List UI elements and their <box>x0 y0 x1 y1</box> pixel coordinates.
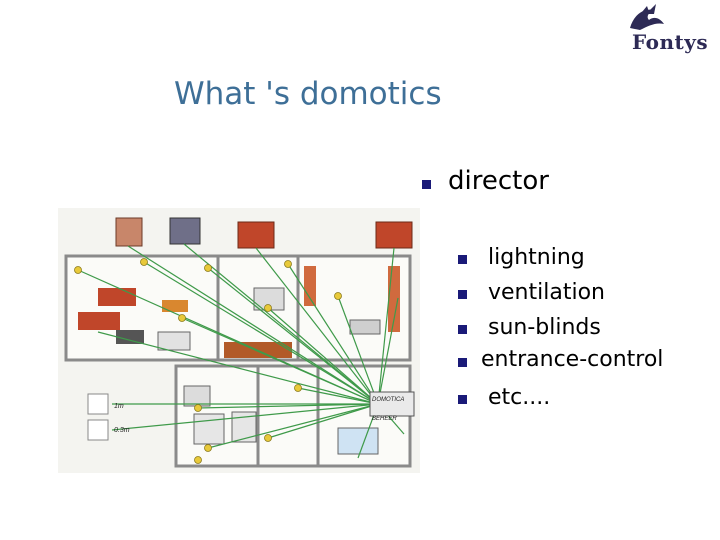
logo-text: Fontys <box>632 30 709 54</box>
bullet-square-icon <box>422 180 431 189</box>
slide-title: What 's domotics <box>174 76 442 112</box>
domotica-label: DOMOTICA <box>372 397 404 403</box>
bullet-square-icon <box>458 325 467 334</box>
height-03m-label: 0.3m <box>114 427 130 434</box>
bullet-square-icon <box>458 290 467 299</box>
bullet-item-lightning: lightning <box>488 245 585 270</box>
domotics-house-illustration: DOMOTICA BEHEER 1m 0.3m <box>58 208 420 473</box>
bullet-square-icon <box>458 395 467 404</box>
bullet-item-entrance-control: entrance-control <box>481 347 664 372</box>
fontys-logo-icon <box>630 4 664 30</box>
height-1m-label: 1m <box>114 403 124 410</box>
bullet-item-ventilation: ventilation <box>488 280 605 305</box>
bullet-square-icon <box>458 255 467 264</box>
bullet-director: director <box>448 166 549 196</box>
bullet-square-icon <box>458 358 467 367</box>
bullet-item-etc: etc.... <box>488 385 551 410</box>
beheer-label: BEHEER <box>372 416 397 422</box>
bullet-item-sun-blinds: sun-blinds <box>488 315 601 340</box>
